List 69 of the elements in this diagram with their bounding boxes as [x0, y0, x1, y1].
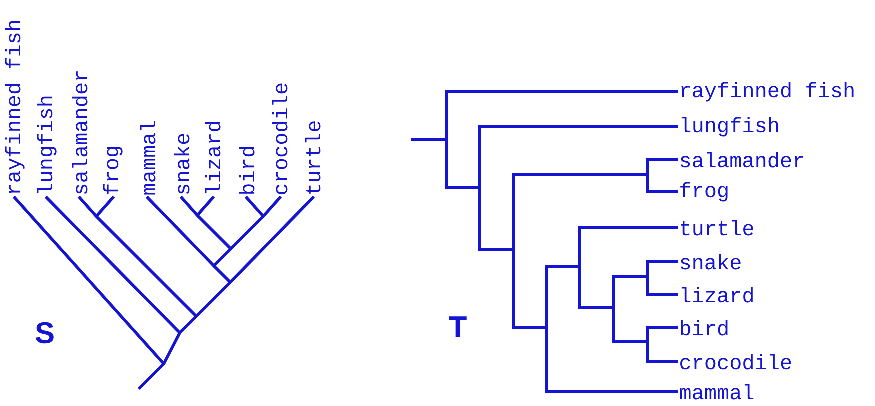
branch-line — [478, 188, 514, 252]
branch-line — [46, 196, 180, 334]
branch-line — [146, 196, 214, 266]
leaf-label: bird — [681, 320, 728, 336]
branch-line — [512, 174, 648, 250]
branch-line — [512, 250, 547, 330]
branch-line — [230, 216, 264, 250]
branch-line — [196, 282, 231, 317]
leaf-label: salamander — [680, 152, 804, 168]
tree-label: T — [449, 316, 467, 338]
branch-line — [78, 196, 97, 217]
branch-line — [612, 275, 648, 308]
branch-line — [446, 140, 480, 190]
branch-line — [646, 175, 678, 194]
leaf-label: lungfish — [682, 117, 778, 137]
branch-point — [262, 215, 265, 218]
leaf-label: mammal — [140, 121, 156, 195]
branch-line — [180, 196, 198, 216]
leaf-label: mammal — [680, 384, 754, 400]
branch-line — [96, 216, 197, 317]
branch-point — [95, 215, 98, 218]
leaf-label: lungfish — [37, 96, 57, 194]
branch-point — [229, 280, 232, 284]
branch-line — [412, 138, 447, 142]
leaf-label: frog — [680, 182, 728, 202]
branch-line — [546, 265, 580, 328]
branch-line — [578, 226, 678, 267]
branch-line — [14, 196, 164, 364]
branch-line — [246, 196, 264, 217]
branch-point — [230, 247, 232, 250]
branch-line — [478, 126, 678, 188]
branch-line — [230, 196, 314, 283]
branch-line — [446, 90, 678, 140]
leaf-label: turtle — [305, 122, 321, 194]
leaf-label: turtle — [681, 220, 754, 236]
branch-point — [178, 331, 182, 334]
branch-line — [197, 196, 214, 216]
branch-line — [646, 158, 678, 175]
branch-line — [546, 328, 678, 394]
branch-line — [96, 196, 114, 217]
leaf-label: lizard — [682, 287, 753, 303]
branch-line — [578, 267, 614, 310]
leaf-label: frog — [103, 147, 123, 194]
leaf-label: salamander — [72, 72, 88, 194]
branch-line — [612, 308, 648, 344]
leaf-label: crocodile — [272, 84, 288, 194]
branch-line — [138, 364, 164, 390]
tree-label: S — [36, 322, 54, 344]
branch-line — [646, 326, 678, 342]
branch-point — [162, 362, 166, 366]
leaf-label: snake — [680, 254, 741, 270]
branch-line — [646, 277, 678, 296]
branch-line — [163, 333, 181, 364]
branch-line — [214, 248, 232, 266]
leaf-label: bird — [239, 147, 255, 194]
branch-line — [214, 266, 231, 283]
leaf-label: rayfinned fish — [5, 21, 25, 194]
branch-point — [196, 214, 199, 217]
leaf-label: rayfinned fish — [682, 82, 854, 102]
leaf-label: snake — [174, 134, 190, 194]
branch-point — [195, 314, 198, 318]
branch-line — [646, 260, 678, 277]
branch-point — [212, 264, 216, 268]
branch-line — [180, 316, 197, 334]
leaf-label: crocodile — [680, 354, 792, 370]
branch-line — [263, 196, 282, 217]
branch-line — [646, 342, 678, 364]
branch-line — [197, 215, 232, 250]
leaf-label: lizard — [205, 122, 221, 194]
